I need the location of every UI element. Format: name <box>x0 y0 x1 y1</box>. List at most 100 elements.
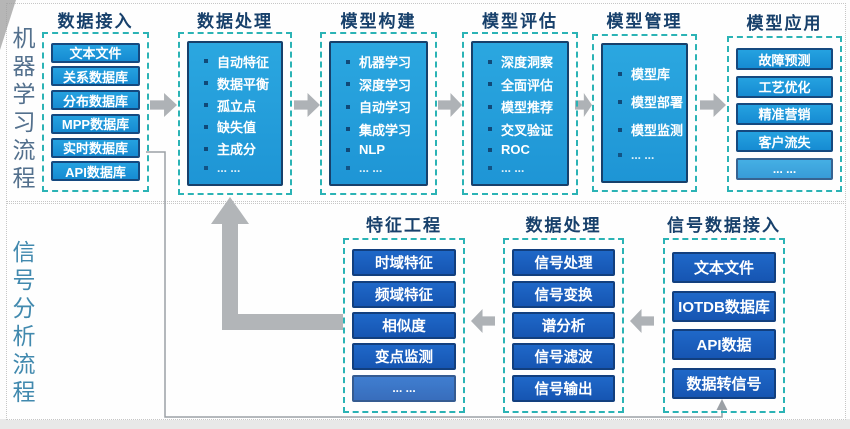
bullet-icon <box>488 165 492 170</box>
model-evaluation-container: 深度洞察 全面评估 模型推荐 交叉验证 ROC ... ... <box>462 32 578 195</box>
process-item: 交叉验证 <box>473 120 567 139</box>
process-item-label: 交叉验证 <box>501 122 554 138</box>
bullet-icon <box>346 59 350 64</box>
data-processing-panel: 自动特征 数据平衡 孤立点 缺失值 主成分 ... ... <box>187 41 283 186</box>
application-box: 工艺优化 <box>736 75 833 98</box>
data-source-box: 分布数据库 <box>51 90 140 111</box>
signal-source-box: 文本文件 <box>672 252 776 284</box>
process-item: NLP <box>331 142 426 157</box>
bullet-icon <box>204 59 208 64</box>
model-building-container: 机器学习 深度学习 自动学习 集成学习 NLP ... ... <box>320 32 437 195</box>
data-processing-container: 自动特征 数据平衡 孤立点 缺失值 主成分 ... ... <box>178 32 292 195</box>
model-building-panel: 机器学习 深度学习 自动学习 集成学习 NLP ... ... <box>329 41 428 186</box>
process-item: ... ... <box>331 161 426 175</box>
process-item: 全面评估 <box>473 75 567 94</box>
process-item-label: 深度洞察 <box>501 55 554 71</box>
model-application-container: 故障预测 工艺优化 精准营销 客户流失 ... ... <box>727 36 842 192</box>
signal-source-box: 数据转信号 <box>672 367 776 399</box>
process-item-label: 孤立点 <box>217 98 257 114</box>
bullet-icon <box>204 146 208 151</box>
process-item: 自动特征 <box>189 52 281 71</box>
bullet-icon <box>204 166 208 171</box>
bullet-icon <box>204 81 208 86</box>
process-item-label: 模型推荐 <box>501 100 554 116</box>
process-item: 集成学习 <box>331 120 426 139</box>
column-title-model-management: 模型管理 <box>606 12 683 31</box>
bullet-icon <box>346 147 350 152</box>
signal-source-box: IOTDB数据库 <box>672 290 776 322</box>
signal-process-box: 信号处理 <box>512 249 615 277</box>
process-item: 深度洞察 <box>473 52 567 71</box>
application-box: ... ... <box>736 157 833 180</box>
bullet-icon <box>204 103 208 108</box>
feature-box: 时域特征 <box>352 249 456 277</box>
data-access-container: 文本文件 关系数据库 分布数据库 MPP数据库 实时数据库 API数据库 <box>42 32 149 192</box>
model-application-stack: 故障预测 工艺优化 精准营销 客户流失 ... ... <box>729 38 840 190</box>
process-item-label: ... ... <box>501 160 525 175</box>
process-item: ... ... <box>473 161 567 175</box>
process-item-label: ... ... <box>359 160 383 175</box>
bullet-icon <box>346 127 350 132</box>
bullet-icon <box>618 127 622 132</box>
data-source-box: 实时数据库 <box>51 137 140 158</box>
process-item-label: 机器学习 <box>359 55 412 71</box>
process-item: ... ... <box>603 148 686 162</box>
application-box: 客户流失 <box>736 130 833 153</box>
signal-process-box: 信号输出 <box>512 374 615 402</box>
process-item: 主成分 <box>189 139 281 158</box>
process-item: 缺失值 <box>189 117 281 136</box>
process-item: 深度学习 <box>331 75 426 94</box>
bullet-icon <box>204 124 208 129</box>
process-item: 模型库 <box>603 64 686 83</box>
process-item-label: 主成分 <box>217 142 257 158</box>
process-item-label: 深度学习 <box>359 77 412 93</box>
application-box: 故障预测 <box>736 48 833 71</box>
feature-engineering-container: 时域特征 频域特征 相似度 变点监测 ... ... <box>343 238 465 413</box>
ml-flow-label: 机器学习流程 <box>9 26 34 194</box>
process-item-label: 集成学习 <box>359 122 412 138</box>
signal-data-access-stack: 文本文件 IOTDB数据库 API数据 数据转信号 <box>665 240 783 411</box>
column-title-signal-processing: 数据处理 <box>525 216 602 235</box>
process-item-label: 模型部署 <box>631 95 684 110</box>
signal-process-box: 信号变换 <box>512 280 615 308</box>
column-title-model-building: 模型构建 <box>340 12 417 31</box>
data-source-box: API数据库 <box>51 161 140 182</box>
column-title-model-evaluation: 模型评估 <box>482 12 558 31</box>
signal-flow-label: 信号分析流程 <box>9 240 34 408</box>
process-item: 机器学习 <box>331 52 426 71</box>
process-item-label: 模型库 <box>631 67 671 82</box>
feature-box: 频域特征 <box>352 280 456 308</box>
bullet-icon <box>618 71 622 76</box>
model-management-panel: 模型库 模型部署 模型监测 ... ... <box>601 43 688 183</box>
column-title-data-access: 数据接入 <box>57 12 134 31</box>
signal-process-box: 谱分析 <box>512 311 615 339</box>
process-item-label: ... ... <box>631 148 655 162</box>
bullet-icon <box>488 82 492 87</box>
signal-process-box: 信号滤波 <box>512 343 615 371</box>
column-title-signal-data-access: 信号数据接入 <box>667 216 781 235</box>
column-title-model-application: 模型应用 <box>746 14 823 33</box>
column-title-data-processing: 数据处理 <box>197 12 273 31</box>
bullet-icon <box>488 127 492 132</box>
data-source-box: 关系数据库 <box>51 66 140 87</box>
model-evaluation-panel: 深度洞察 全面评估 模型推荐 交叉验证 ROC ... ... <box>471 41 569 186</box>
application-box: 精准营销 <box>736 102 833 125</box>
process-item-label: 数据平衡 <box>217 76 270 92</box>
signal-source-box: API数据 <box>672 329 776 361</box>
signal-processing-container: 信号处理 信号变换 谱分析 信号滤波 信号输出 <box>503 238 624 413</box>
bullet-icon <box>488 147 492 152</box>
process-item-label: ROC <box>501 142 530 158</box>
bullet-icon <box>488 104 492 109</box>
model-management-container: 模型库 模型部署 模型监测 ... ... <box>592 34 697 192</box>
bullet-icon <box>346 104 350 109</box>
feature-engineering-stack: 时域特征 频域特征 相似度 变点监测 ... ... <box>345 240 463 411</box>
process-item: 孤立点 <box>189 96 281 115</box>
process-item-label: 全面评估 <box>501 77 554 93</box>
bullet-icon <box>346 82 350 87</box>
process-item: 模型推荐 <box>473 97 567 116</box>
process-item: 自动学习 <box>331 97 426 116</box>
data-source-box: MPP数据库 <box>51 113 140 134</box>
data-source-box: 文本文件 <box>51 42 140 63</box>
process-item-label: 模型监测 <box>631 123 684 138</box>
